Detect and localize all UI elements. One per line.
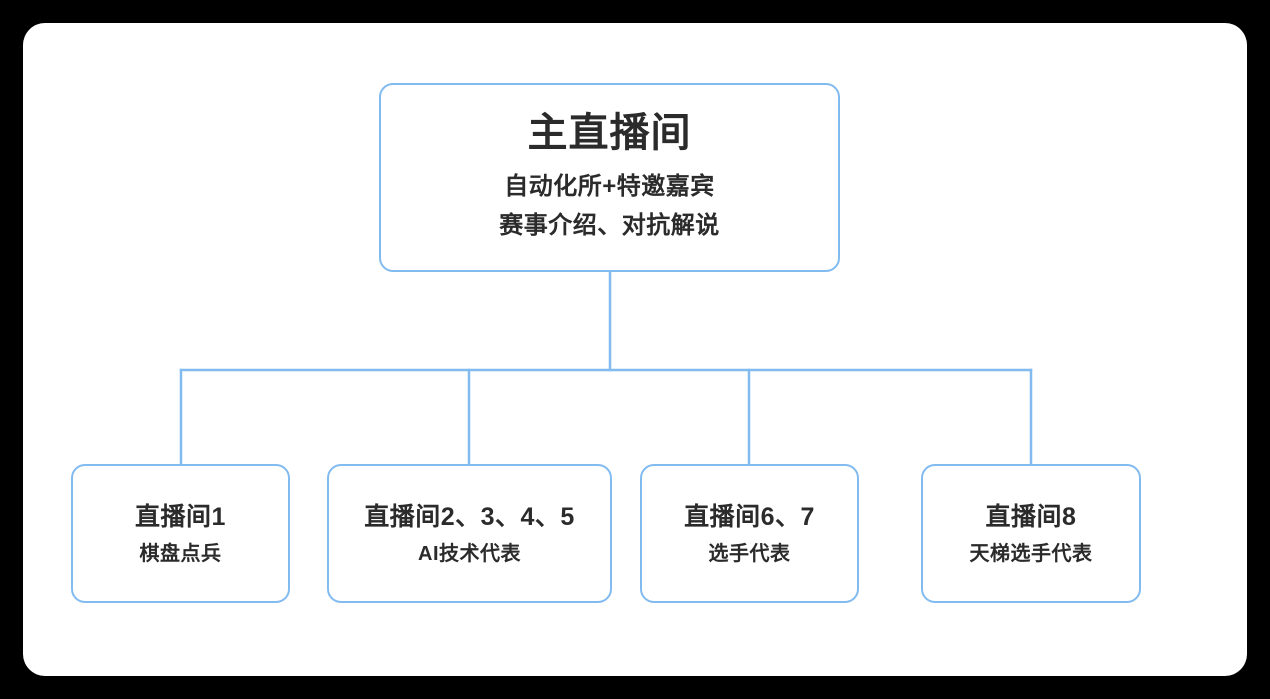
node-live-room-1[interactable]: 直播间1 棋盘点兵 — [71, 464, 290, 603]
node-live-room-8[interactable]: 直播间8 天梯选手代表 — [921, 464, 1141, 603]
node-subtitle-line-2: 赛事介绍、对抗解说 — [499, 211, 720, 239]
node-subtitle-line-1: 自动化所+特邀嘉宾 — [504, 172, 715, 200]
node-live-room-67[interactable]: 直播间6、7 选手代表 — [640, 464, 859, 603]
node-title: 主直播间 — [527, 110, 692, 155]
node-title: 直播间8 — [985, 502, 1077, 531]
node-subtitle: 棋盘点兵 — [139, 542, 222, 565]
node-title: 直播间6、7 — [684, 502, 815, 531]
node-subtitle: 选手代表 — [708, 542, 791, 565]
node-title: 直播间2、3、4、5 — [364, 502, 575, 531]
node-subtitle: 天梯选手代表 — [969, 542, 1093, 565]
node-title: 直播间1 — [135, 502, 226, 531]
node-subtitle: AI技术代表 — [418, 542, 521, 565]
node-main-live-room[interactable]: 主直播间 自动化所+特邀嘉宾 赛事介绍、对抗解说 — [379, 83, 840, 272]
node-live-room-2345[interactable]: 直播间2、3、4、5 AI技术代表 — [327, 464, 612, 603]
